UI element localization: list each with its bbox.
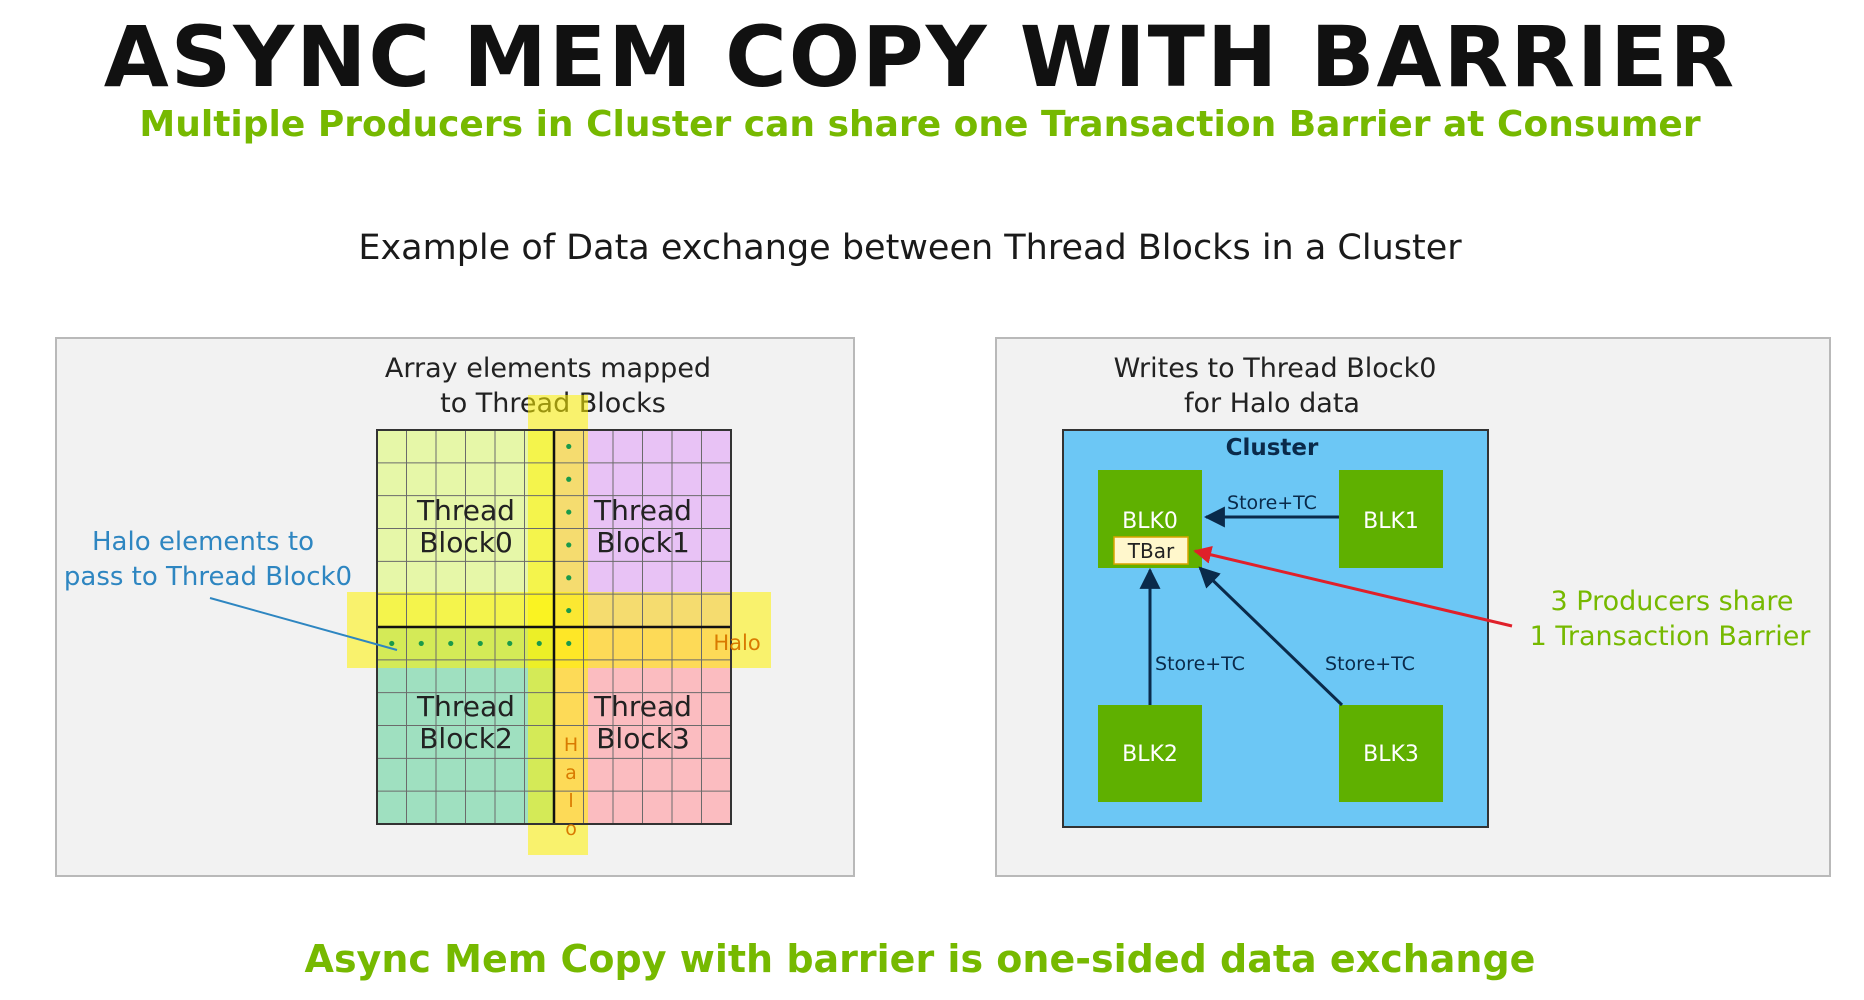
arrow-label-blk1: Store+TC bbox=[1227, 492, 1317, 514]
halo-dot bbox=[566, 509, 572, 515]
page-title: ASYNC MEM COPY WITH BARRIER bbox=[103, 8, 1737, 106]
blk2-box bbox=[1098, 705, 1202, 802]
array-outline bbox=[376, 429, 732, 825]
barrier-annotation-line1: 3 Producers share bbox=[1551, 586, 1794, 617]
tbar-label: TBar bbox=[1127, 539, 1175, 563]
blk1-label: BLK1 bbox=[1363, 509, 1419, 534]
arrow-label-blk2: Store+TC bbox=[1155, 653, 1245, 675]
footer-statement: Async Mem Copy with barrier is one-sided… bbox=[304, 937, 1536, 981]
halo-dot bbox=[566, 607, 572, 614]
left-heading-line1: Array elements mapped bbox=[385, 353, 711, 384]
halo-dot bbox=[566, 640, 572, 647]
halo-label-horizontal: Halo bbox=[713, 631, 760, 655]
block3-label-line2: Block3 bbox=[596, 722, 690, 755]
halo-annotation-line2: pass to Thread Block0 bbox=[64, 562, 352, 592]
blk1-box bbox=[1339, 470, 1443, 568]
halo-horizontal-band bbox=[347, 592, 771, 668]
cluster-label: Cluster bbox=[1226, 435, 1319, 461]
halo-dot bbox=[389, 640, 395, 647]
page-subtitle: Multiple Producers in Cluster can share … bbox=[139, 104, 1701, 145]
halo-dot bbox=[566, 542, 572, 548]
blk0-label: BLK0 bbox=[1122, 509, 1178, 534]
halo-label-letter-a: a bbox=[565, 762, 577, 784]
halo-dot bbox=[566, 443, 572, 450]
halo-dot bbox=[566, 575, 572, 581]
block2-label-line2: Block2 bbox=[419, 722, 513, 755]
right-heading-line2: for Halo data bbox=[1184, 388, 1360, 419]
barrier-annotation-line2: 1 Transaction Barrier bbox=[1530, 621, 1812, 652]
block0-label-line2: Block0 bbox=[419, 526, 513, 559]
blk3-box bbox=[1339, 705, 1443, 802]
tbar-box bbox=[1113, 536, 1189, 565]
block1-label-line2: Block1 bbox=[596, 526, 690, 559]
halo-dot bbox=[566, 476, 572, 482]
blk3-label: BLK3 bbox=[1363, 742, 1419, 767]
halo-dot bbox=[536, 640, 542, 647]
block3-label-line1: Thread bbox=[593, 690, 692, 723]
right-heading-line1: Writes to Thread Block0 bbox=[1114, 353, 1437, 384]
block2-label-line1: Thread bbox=[416, 690, 515, 723]
block1-label-line1: Thread bbox=[593, 494, 692, 527]
halo-label-letter-h: H bbox=[564, 734, 578, 756]
halo-annotation-line1: Halo elements to bbox=[92, 527, 314, 557]
barrier-pointer-arrow bbox=[1193, 545, 1513, 628]
halo-dot bbox=[477, 640, 483, 647]
halo-dot bbox=[418, 640, 424, 647]
halo-dot bbox=[507, 640, 513, 647]
halo-label-letter-o: o bbox=[565, 818, 577, 840]
halo-label-letter-l: l bbox=[568, 790, 573, 812]
arrow-label-blk3: Store+TC bbox=[1325, 653, 1415, 675]
blk2-label: BLK2 bbox=[1122, 742, 1178, 767]
arrow-blk3-to-blk0 bbox=[1198, 566, 1344, 707]
halo-annotation-pointer bbox=[209, 597, 398, 651]
halo-dot bbox=[448, 640, 454, 647]
diagram-caption: Example of Data exchange between Thread … bbox=[358, 228, 1462, 268]
halo-element-dots bbox=[389, 443, 572, 647]
block0-label-line1: Thread bbox=[416, 494, 515, 527]
